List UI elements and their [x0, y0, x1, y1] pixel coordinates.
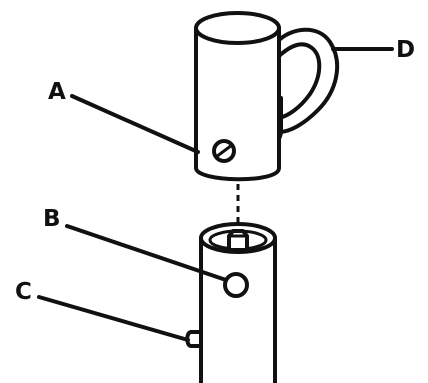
sleeve-with-handle [194, 11, 340, 182]
leader-line-b [65, 224, 228, 282]
callout-label-c: C [15, 279, 32, 305]
callout-label-a: A [48, 79, 66, 105]
post [185, 222, 277, 383]
callout-label-b: B [43, 206, 61, 232]
post-round-button [223, 272, 249, 298]
callout-c: C [15, 279, 190, 342]
callout-b: B [43, 206, 228, 282]
sleeve-top-rim [194, 11, 281, 45]
handle-loop [277, 27, 340, 134]
callout-label-d: D [396, 37, 415, 63]
callout-d: D [331, 37, 415, 63]
leader-line-c [37, 295, 190, 342]
leader-line-a [70, 94, 200, 154]
square-pin [227, 229, 249, 252]
sleeve-body [194, 26, 281, 182]
callout-a: A [48, 79, 200, 154]
set-screw-slot [214, 143, 234, 159]
